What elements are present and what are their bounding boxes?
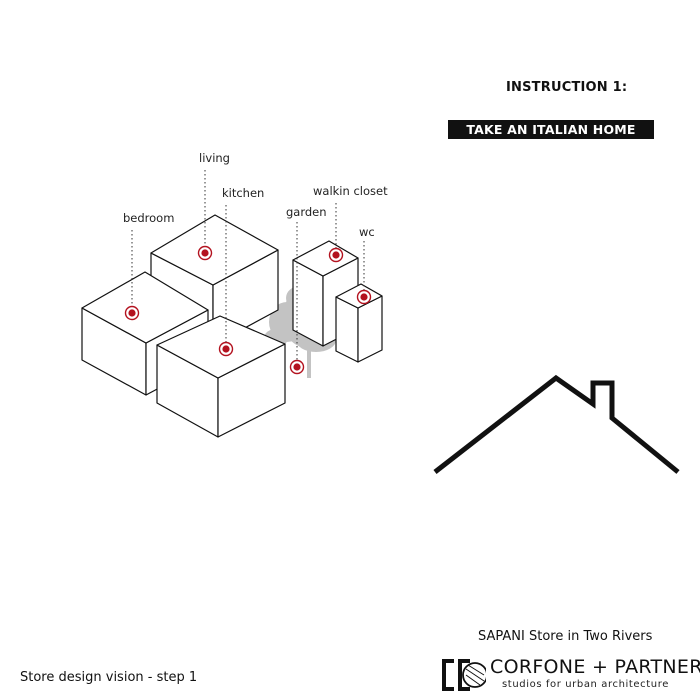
room-label-bedroom: bedroom: [123, 211, 175, 225]
room-label-garden: garden: [286, 205, 327, 219]
room-label-living: living: [199, 151, 230, 165]
company-name: CORFONE + PARTNERS: [490, 656, 700, 678]
instruction-heading: INSTRUCTION 1:: [506, 80, 628, 95]
company-tagline: studios for urban architecture: [502, 679, 669, 690]
room-box-wc: [335, 283, 383, 363]
room-label-walkin-closet: walkin closet: [313, 184, 388, 198]
marker-bedroom: [124, 305, 140, 321]
store-name: SAPANI Store in Two Rivers: [478, 629, 653, 644]
marker-walkin-closet: [328, 247, 344, 263]
company-logo: CORFONE + PARTNERS studios for urban arc…: [440, 656, 700, 693]
room-label-kitchen: kitchen: [222, 186, 265, 200]
instruction-action-banner: TAKE AN ITALIAN HOME: [448, 120, 654, 139]
house-roof-icon: [433, 374, 680, 474]
marker-living: [197, 245, 213, 261]
marker-wc: [356, 289, 372, 305]
company-logo-icon: [442, 659, 486, 691]
marker-garden: [289, 359, 305, 375]
step-caption: Store design vision - step 1: [20, 670, 198, 685]
room-label-wc: wc: [359, 225, 375, 239]
marker-kitchen: [218, 341, 234, 357]
